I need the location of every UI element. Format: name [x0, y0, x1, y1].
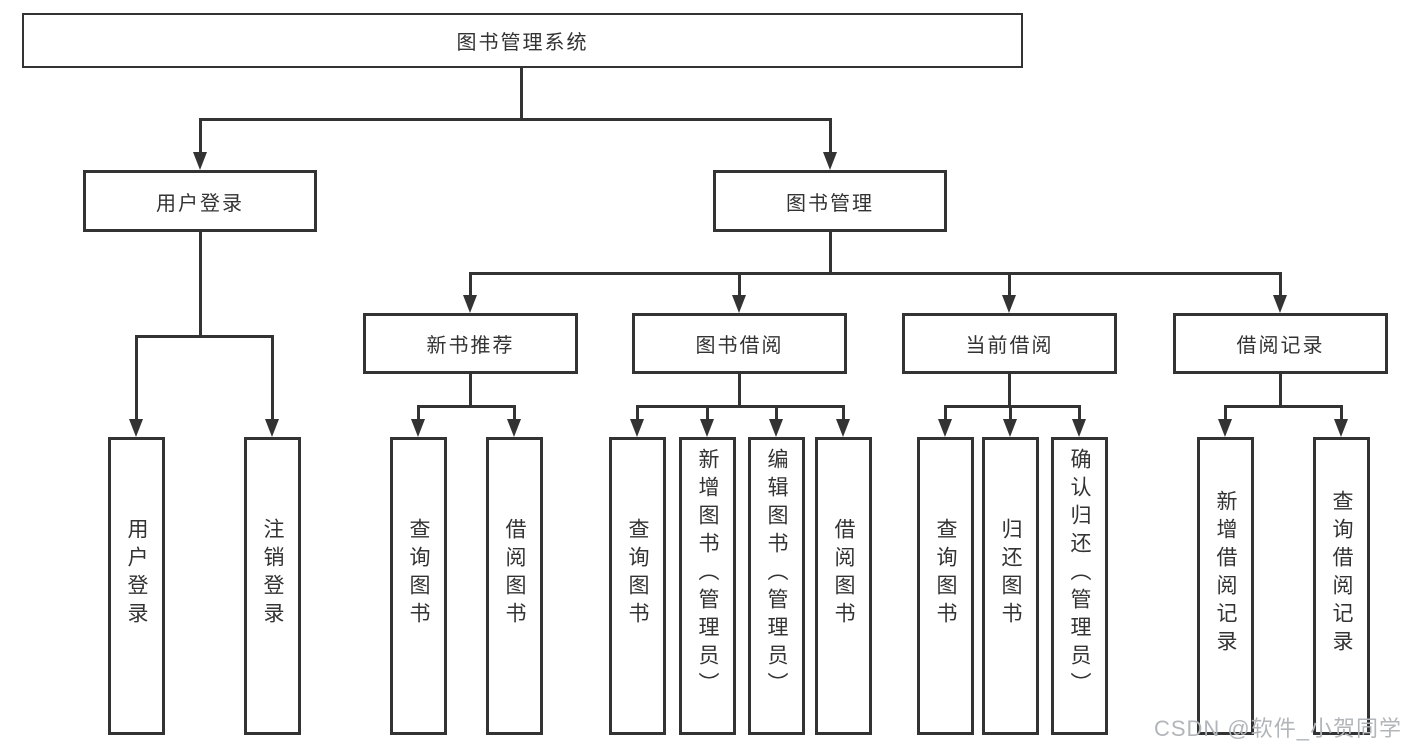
arrow-down-icon [1273, 295, 1287, 313]
arrow-down-icon [630, 419, 644, 437]
leaf-query-books-borrow: 查询图书 [609, 437, 666, 735]
leaf-edit-book-admin: 编辑图书（管理员） [748, 437, 805, 735]
node-book-borrow-label: 图书借阅 [695, 335, 784, 357]
arrow-down-icon [732, 295, 746, 313]
leaf-label: 归还图书 [999, 518, 1022, 630]
connector-line [417, 405, 420, 421]
leaf-label: 查询图书 [934, 518, 957, 630]
leaf-label: 查询图书 [407, 518, 430, 630]
leaf-confirm-return-admin: 确认归还（管理员） [1051, 437, 1108, 735]
leaf-return-book: 归还图书 [982, 437, 1039, 735]
connector-line [513, 405, 516, 421]
arrow-down-icon [129, 419, 143, 437]
connector-line [944, 405, 1081, 408]
arrow-down-icon [463, 295, 477, 313]
connector-line [738, 374, 741, 405]
leaf-label: 借阅图书 [503, 518, 526, 630]
leaf-add-book-admin: 新增图书（管理员） [679, 437, 736, 735]
connector-line [1279, 272, 1282, 297]
arrow-down-icon [769, 419, 783, 437]
leaf-query-books-current: 查询图书 [917, 437, 974, 735]
connector-line [1008, 374, 1011, 405]
leaf-logout: 注销登录 [244, 437, 301, 735]
connector-line [469, 272, 472, 297]
arrow-down-icon [836, 419, 850, 437]
node-current-borrow-label: 当前借阅 [965, 335, 1054, 357]
arrow-down-icon [823, 152, 837, 170]
leaf-borrow-books-recommend: 借阅图书 [486, 437, 543, 735]
connector-line [1009, 405, 1012, 421]
node-user-login: 用户登录 [83, 170, 317, 232]
leaf-label: 编辑图书（管理员） [765, 448, 788, 700]
node-user-login-label: 用户登录 [156, 192, 244, 215]
connector-line [829, 232, 832, 273]
node-book-management: 图书管理 [713, 170, 947, 232]
connector-line [469, 374, 472, 405]
arrow-down-icon [193, 152, 207, 170]
connector-line [1224, 405, 1343, 408]
node-borrow-records-label: 借阅记录 [1236, 335, 1325, 357]
leaf-label: 借阅图书 [832, 518, 855, 630]
arrow-down-icon [1334, 419, 1348, 437]
connector-line [469, 272, 1282, 275]
connector-line [636, 405, 845, 408]
leaf-logout-label: 注销登录 [261, 518, 284, 630]
node-system-root: 图书管理系统 [22, 13, 1023, 68]
node-book-management-label: 图书管理 [786, 192, 874, 215]
leaf-label: 查询图书 [626, 518, 649, 630]
leaf-label: 查询借阅记录 [1330, 490, 1353, 658]
leaf-label: 新增借阅记录 [1214, 490, 1237, 658]
node-borrow-records: 借阅记录 [1173, 313, 1388, 374]
leaf-query-books-recommend: 查询图书 [390, 437, 447, 735]
connector-line [417, 405, 516, 408]
connector-line [135, 335, 274, 338]
leaf-user-login-label: 用户登录 [125, 518, 148, 630]
node-book-borrow: 图书借阅 [632, 313, 847, 374]
arrow-down-icon [1003, 419, 1017, 437]
connector-line [1078, 405, 1081, 421]
arrow-down-icon [1072, 419, 1086, 437]
connector-line [135, 335, 138, 421]
leaf-add-borrow-record: 新增借阅记录 [1197, 437, 1254, 735]
node-new-book-recommend: 新书推荐 [363, 313, 578, 374]
connector-line [944, 405, 947, 421]
connector-line [706, 405, 709, 421]
connector-line [1224, 405, 1227, 421]
leaf-label: 新增图书（管理员） [696, 448, 719, 700]
connector-line [738, 272, 741, 297]
connector-line [199, 118, 202, 154]
arrow-down-icon [700, 419, 714, 437]
connector-line [1008, 272, 1011, 297]
connector-line [520, 66, 523, 118]
connector-line [636, 405, 639, 421]
node-new-book-recommend-label: 新书推荐 [426, 335, 515, 357]
arrow-down-icon [507, 419, 521, 437]
node-current-borrow: 当前借阅 [902, 313, 1117, 374]
csdn-watermark: CSDN @软件_小贺同学 [1153, 716, 1402, 741]
connector-line [199, 232, 202, 335]
connector-line [1279, 374, 1282, 405]
connector-line [271, 335, 274, 421]
leaf-label: 确认归还（管理员） [1068, 448, 1091, 700]
connector-line [842, 405, 845, 421]
arrow-down-icon [1218, 419, 1232, 437]
leaf-user-login: 用户登录 [108, 437, 165, 735]
leaf-borrow-books: 借阅图书 [815, 437, 872, 735]
connector-line [775, 405, 778, 421]
arrow-down-icon [938, 419, 952, 437]
arrow-down-icon [411, 419, 425, 437]
arrow-down-icon [1002, 295, 1016, 313]
node-system-root-label: 图书管理系统 [456, 32, 589, 54]
arrow-down-icon [265, 419, 279, 437]
connector-line [199, 118, 832, 121]
leaf-query-borrow-record: 查询借阅记录 [1313, 437, 1370, 735]
connector-line [829, 118, 832, 154]
connector-line [1340, 405, 1343, 421]
